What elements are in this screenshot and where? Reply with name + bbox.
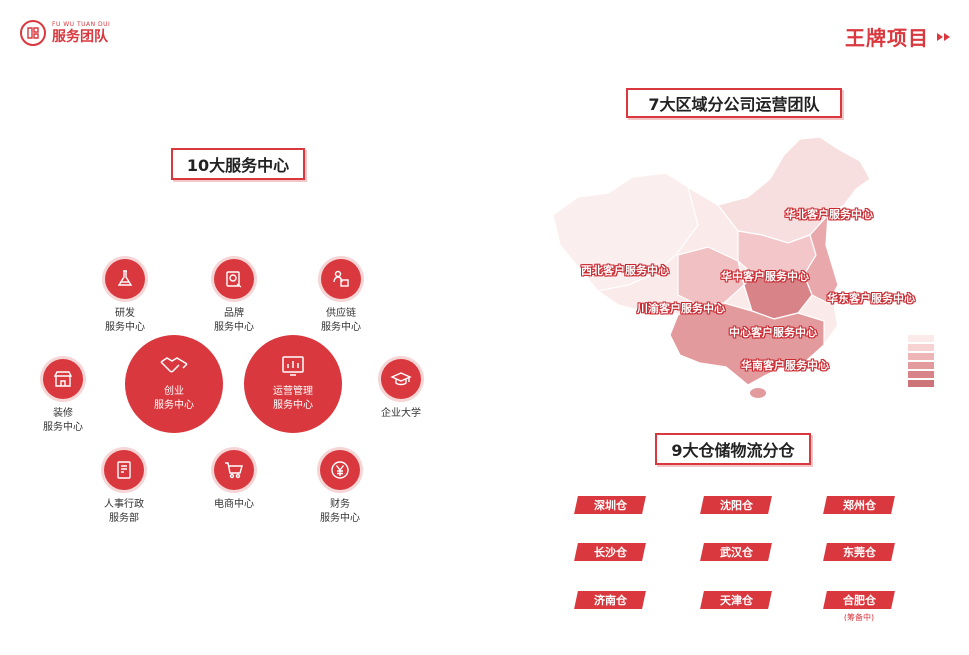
core-node-label: 创业 服务中心: [154, 386, 194, 411]
service-node-label: 电商中心: [214, 499, 254, 510]
brand-title: 王牌项目: [845, 26, 929, 50]
service-node-label: 企业大学: [381, 408, 421, 419]
service-node-brand[interactable]: 品牌 服务中心: [189, 259, 279, 335]
handshake-icon: [159, 355, 189, 381]
legend-swatch: [908, 353, 934, 360]
bar-chart-icon: [281, 355, 305, 381]
service-node-label: 财务 服务中心: [320, 499, 360, 524]
legend-swatch: [908, 335, 934, 342]
service-node-finance[interactable]: 财务 服务中心: [295, 450, 385, 526]
warehouse-note: (筹备中): [843, 613, 875, 622]
shop-icon: [43, 359, 83, 399]
china-map: [552, 136, 871, 398]
logo: FU WU TUAN DUI 服务团队: [20, 20, 110, 46]
warehouse-tag: 长沙仓: [574, 543, 646, 561]
service-node-label: 研发 服务中心: [105, 308, 145, 333]
region-north: 华北客户服务中心: [785, 208, 873, 221]
warehouse-tag: 郑州仓: [823, 496, 895, 514]
warehouse-tag: 武汉仓: [700, 543, 772, 561]
map-legend: [908, 335, 934, 389]
service-node-supply-chain[interactable]: 供应链 服务中心: [296, 259, 386, 335]
legend-swatch: [908, 344, 934, 351]
page-heading: 王牌项目: [845, 22, 951, 51]
warehouse-section-title: 9大仓储物流分仓: [655, 433, 811, 465]
region-south: 华南客户服务中心: [741, 359, 829, 372]
service-node-label: 人事行政 服务部: [104, 499, 144, 524]
warehouse-tag: 深圳仓: [574, 496, 646, 514]
graduation-cap-icon: [381, 359, 421, 399]
service-node-label: 品牌 服务中心: [214, 308, 254, 333]
warehouse-tag: 天津仓: [700, 591, 772, 609]
yen-icon: [320, 450, 360, 490]
service-section-title: 10大服务中心: [171, 148, 305, 180]
warehouse-tag: 济南仓: [574, 591, 646, 609]
region-east: 华东客户服务中心: [827, 292, 915, 305]
brand-icon: [214, 259, 254, 299]
service-node-hr[interactable]: 人事行政 服务部: [79, 450, 169, 526]
logo-english: FU WU TUAN DUI: [52, 21, 111, 28]
core-node-startup[interactable]: 创业 服务中心: [125, 335, 223, 433]
region-central-china: 华中客户服务中心: [721, 270, 809, 283]
region-section-title: 7大区域分公司运营团队: [626, 88, 842, 118]
region-northwest: 西北客户服务中心: [581, 264, 669, 277]
region-sichuan-chongqing: 川渝客户服务中心: [637, 302, 725, 315]
logo-emblem-icon: [20, 20, 46, 46]
service-node-ecommerce[interactable]: 电商中心: [189, 450, 279, 512]
service-node-label: 装修 服务中心: [43, 408, 83, 433]
logo-chinese: 服务团队: [52, 29, 108, 45]
service-node-university[interactable]: 企业大学: [356, 359, 446, 421]
warehouse-tag: 合肥仓: [823, 591, 895, 609]
research-icon: [105, 259, 145, 299]
service-node-label: 供应链 服务中心: [321, 308, 361, 333]
legend-swatch: [908, 362, 934, 369]
service-node-renovation[interactable]: 装修 服务中心: [18, 359, 108, 435]
legend-swatch: [908, 371, 934, 378]
supply-chain-icon: [321, 259, 361, 299]
service-node-research[interactable]: 研发 服务中心: [80, 259, 170, 335]
cart-icon: [214, 450, 254, 490]
legend-swatch: [908, 380, 934, 387]
warehouse-tag: 东莞仓: [823, 543, 895, 561]
core-node-operations[interactable]: 运营管理 服务中心: [244, 335, 342, 433]
document-icon: [104, 450, 144, 490]
region-central: 中心客户服务中心: [729, 326, 817, 339]
double-arrow-icon: [937, 32, 951, 41]
core-node-label: 运营管理 服务中心: [273, 386, 313, 411]
warehouse-tag: 沈阳仓: [700, 496, 772, 514]
